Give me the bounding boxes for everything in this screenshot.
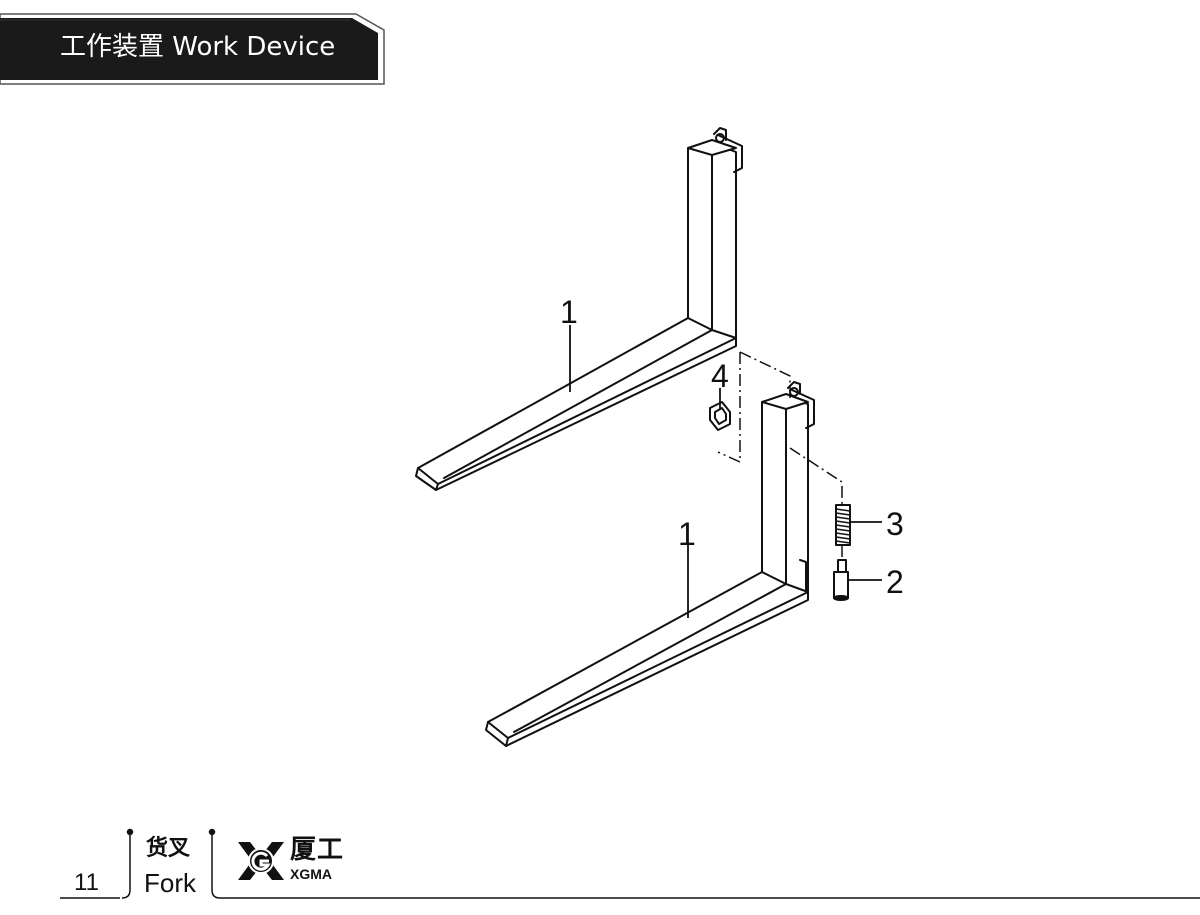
upper-fork — [415, 127, 743, 491]
spring — [835, 504, 851, 546]
header-banner: 工作装置 Work Device — [0, 0, 390, 92]
section-title-cn: 货叉 — [146, 836, 191, 861]
brand-name-cn: 厦工 — [290, 835, 345, 865]
header-banner-shape — [0, 13, 385, 85]
callout-spring: 3 — [886, 506, 904, 542]
callout-upper-fork: 1 — [560, 294, 578, 330]
page-number: 11 — [74, 869, 99, 896]
lower-fork — [485, 381, 815, 747]
brand-name-en: XGMA — [290, 866, 332, 882]
pin — [833, 559, 849, 601]
footer — [0, 820, 1200, 911]
callout-stopper: 4 — [711, 358, 729, 394]
xgma-logo-icon — [238, 842, 284, 880]
callout-pin: 2 — [886, 564, 904, 600]
page-title: 工作装置 Work Device — [60, 32, 336, 62]
section-title-en: Fork — [144, 868, 196, 898]
stopper — [709, 401, 731, 431]
footer-lines — [60, 828, 1200, 899]
callout-lower-fork: 1 — [678, 516, 696, 552]
